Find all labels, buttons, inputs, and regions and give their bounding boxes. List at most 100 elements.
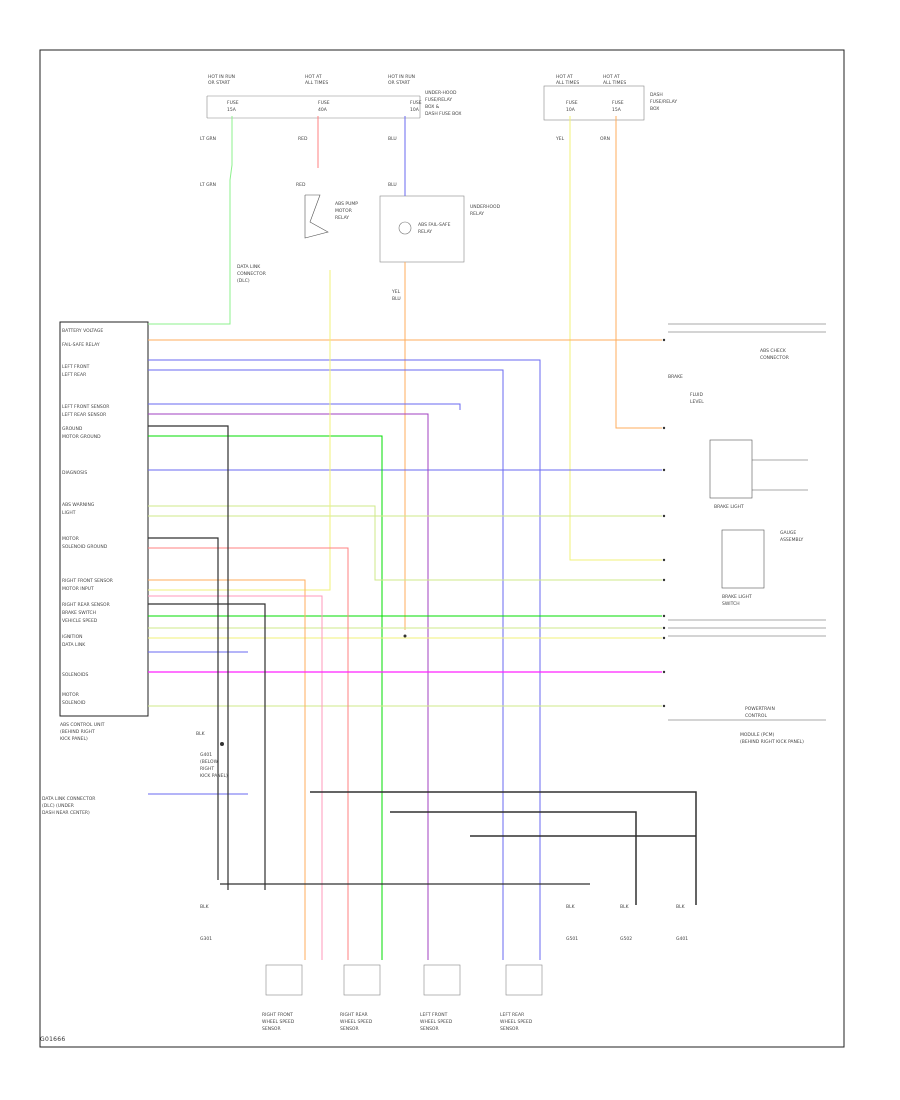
svg-text:ABS CHECK: ABS CHECK [760,348,787,354]
svg-text:G501: G501 [566,936,578,942]
wheel-speed-sensors: RIGHT FRONT WHEEL SPEED SENSOR RIGHT REA… [262,964,543,1032]
svg-text:RIGHT REAR SENSOR: RIGHT REAR SENSOR [62,602,110,608]
svg-text:IGNITION: IGNITION [62,634,83,640]
underhood-fuse-block: HOT IN RUN OR START HOT AT ALL TIMES HOT… [206,74,462,119]
svg-text:G401: G401 [676,936,688,942]
wire-org-main [615,116,662,429]
svg-text:ASSEMBLY: ASSEMBLY [780,537,804,543]
wire-lt-grn [148,116,233,325]
svg-text:ALL TIMES: ALL TIMES [556,80,579,86]
svg-text:SENSOR: SENSOR [262,1026,281,1032]
wire-org-left [148,262,662,630]
svg-text:10A: 10A [410,107,420,113]
svg-text:LIGHT: LIGHT [62,510,76,516]
svg-text:10A: 10A [566,107,576,113]
svg-text:UNDER-HOOD: UNDER-HOOD [425,90,457,96]
abs-motor-relay: ABS FAIL-SAFE RELAY UNDERHOOD RELAY [379,195,501,263]
svg-text:BLK: BLK [200,904,210,910]
svg-text:HOT IN RUN: HOT IN RUN [388,74,415,80]
svg-text:BRAKE LIGHT: BRAKE LIGHT [714,504,744,510]
svg-text:MOTOR: MOTOR [62,692,79,698]
abs-pump-relay: RED ABS PUMP MOTOR RELAY [296,182,358,239]
svg-text:(DLC): (DLC) [237,278,250,284]
svg-text:LT GRN: LT GRN [200,136,216,142]
wire-grn-rows [148,435,662,960]
svg-text:SOLENOID: SOLENOID [62,700,86,706]
wire-blu-rows [148,359,662,960]
svg-text:DATA LINK CONNECTOR: DATA LINK CONNECTOR [42,796,95,802]
svg-text:BRAKE SWITCH: BRAKE SWITCH [62,610,96,616]
dash-fuse-block-right: HOT AT ALL TIMES HOT AT ALL TIMES FUSE10… [543,74,677,121]
svg-text:POWERTRAIN: POWERTRAIN [745,706,775,712]
svg-text:WHEEL SPEED: WHEEL SPEED [420,1019,453,1025]
svg-text:SENSOR: SENSOR [420,1026,439,1032]
svg-text:RELAY: RELAY [418,229,432,235]
svg-text:RIGHT FRONT: RIGHT FRONT [262,1012,293,1018]
svg-text:DATA LINK: DATA LINK [237,264,261,270]
wire-pur [148,413,429,960]
svg-text:BLK: BLK [196,731,206,737]
svg-text:MOTOR GROUND: MOTOR GROUND [62,434,101,440]
svg-text:ALL TIMES: ALL TIMES [603,80,626,86]
ground-points: BLK G301 BLK G501 BLK G502 BLK G401 [200,904,688,942]
svg-text:HOT AT: HOT AT [603,74,620,80]
svg-text:FUSE: FUSE [410,100,422,106]
svg-text:DATA LINK: DATA LINK [62,642,86,648]
svg-text:BLK: BLK [566,904,576,910]
svg-text:DASH FUSE BOX: DASH FUSE BOX [425,111,462,117]
svg-text:(DLC) (UNDER: (DLC) (UNDER [42,803,74,809]
svg-text:RIGHT: RIGHT [200,766,214,772]
svg-text:KICK PANEL): KICK PANEL) [60,736,88,742]
svg-text:FUSE/RELAY: FUSE/RELAY [425,97,452,103]
svg-text:YEL: YEL [555,136,565,142]
svg-text:LEFT FRONT SENSOR: LEFT FRONT SENSOR [62,404,109,410]
svg-text:G502: G502 [620,936,632,942]
svg-text:LEFT REAR: LEFT REAR [62,372,86,378]
svg-text:BLU: BLU [388,136,397,142]
wire-yel-main [569,116,662,561]
svg-text:CONTROL: CONTROL [745,713,767,719]
svg-text:BLK: BLK [620,904,630,910]
svg-text:BLU: BLU [392,296,401,302]
svg-text:ABS FAIL-SAFE: ABS FAIL-SAFE [418,222,451,228]
svg-text:LEVEL: LEVEL [690,399,704,405]
svg-text:KICK PANEL): KICK PANEL) [200,773,228,779]
svg-text:(BEHIND RIGHT KICK PANEL): (BEHIND RIGHT KICK PANEL) [740,739,804,745]
svg-text:HOT IN RUN: HOT IN RUN [208,74,235,80]
svg-text:SENSOR: SENSOR [500,1026,519,1032]
svg-text:LEFT REAR SENSOR: LEFT REAR SENSOR [62,412,106,418]
svg-text:SOLENOIDS: SOLENOIDS [62,672,88,678]
svg-text:BRAKE: BRAKE [668,374,683,380]
svg-text:WHEEL SPEED: WHEEL SPEED [262,1019,295,1025]
svg-text:FUSE/RELAY: FUSE/RELAY [650,99,677,105]
svg-text:BLK: BLK [676,904,686,910]
svg-text:OR START: OR START [208,80,230,86]
svg-text:SOLENOID GROUND: SOLENOID GROUND [62,544,108,550]
svg-text:WHEEL SPEED: WHEEL SPEED [340,1019,373,1025]
svg-text:40A: 40A [318,107,328,113]
wire-dark-rows [148,425,697,905]
svg-text:15A: 15A [227,107,237,113]
svg-text:GROUND: GROUND [62,426,83,432]
svg-text:FUSE: FUSE [612,100,624,106]
svg-text:LT GRN: LT GRN [200,182,216,188]
wire-red-rows [148,547,349,960]
svg-text:BATTERY VOLTAGE: BATTERY VOLTAGE [62,328,103,334]
svg-text:VEHICLE SPEED: VEHICLE SPEED [62,618,98,624]
svg-text:BRAKE LIGHT: BRAKE LIGHT [722,594,752,600]
svg-text:MOTOR INPUT: MOTOR INPUT [62,586,94,592]
abs-control-unit: BATTERY VOLTAGE FAIL-SAFE RELAY LEFT FRO… [59,321,149,742]
svg-text:RED: RED [298,136,308,142]
svg-text:FUSE: FUSE [318,100,330,106]
svg-text:YEL: YEL [391,289,401,295]
svg-text:G401: G401 [200,752,212,758]
svg-text:CONNECTOR: CONNECTOR [237,271,266,277]
diagram-frame [39,49,845,1048]
svg-text:RIGHT FRONT SENSOR: RIGHT FRONT SENSOR [62,578,113,584]
svg-text:RED: RED [296,182,306,188]
svg-text:OR START: OR START [388,80,410,86]
svg-text:FUSE: FUSE [566,100,578,106]
svg-text:FUSE: FUSE [227,100,239,106]
svg-text:DASH: DASH [650,92,663,98]
